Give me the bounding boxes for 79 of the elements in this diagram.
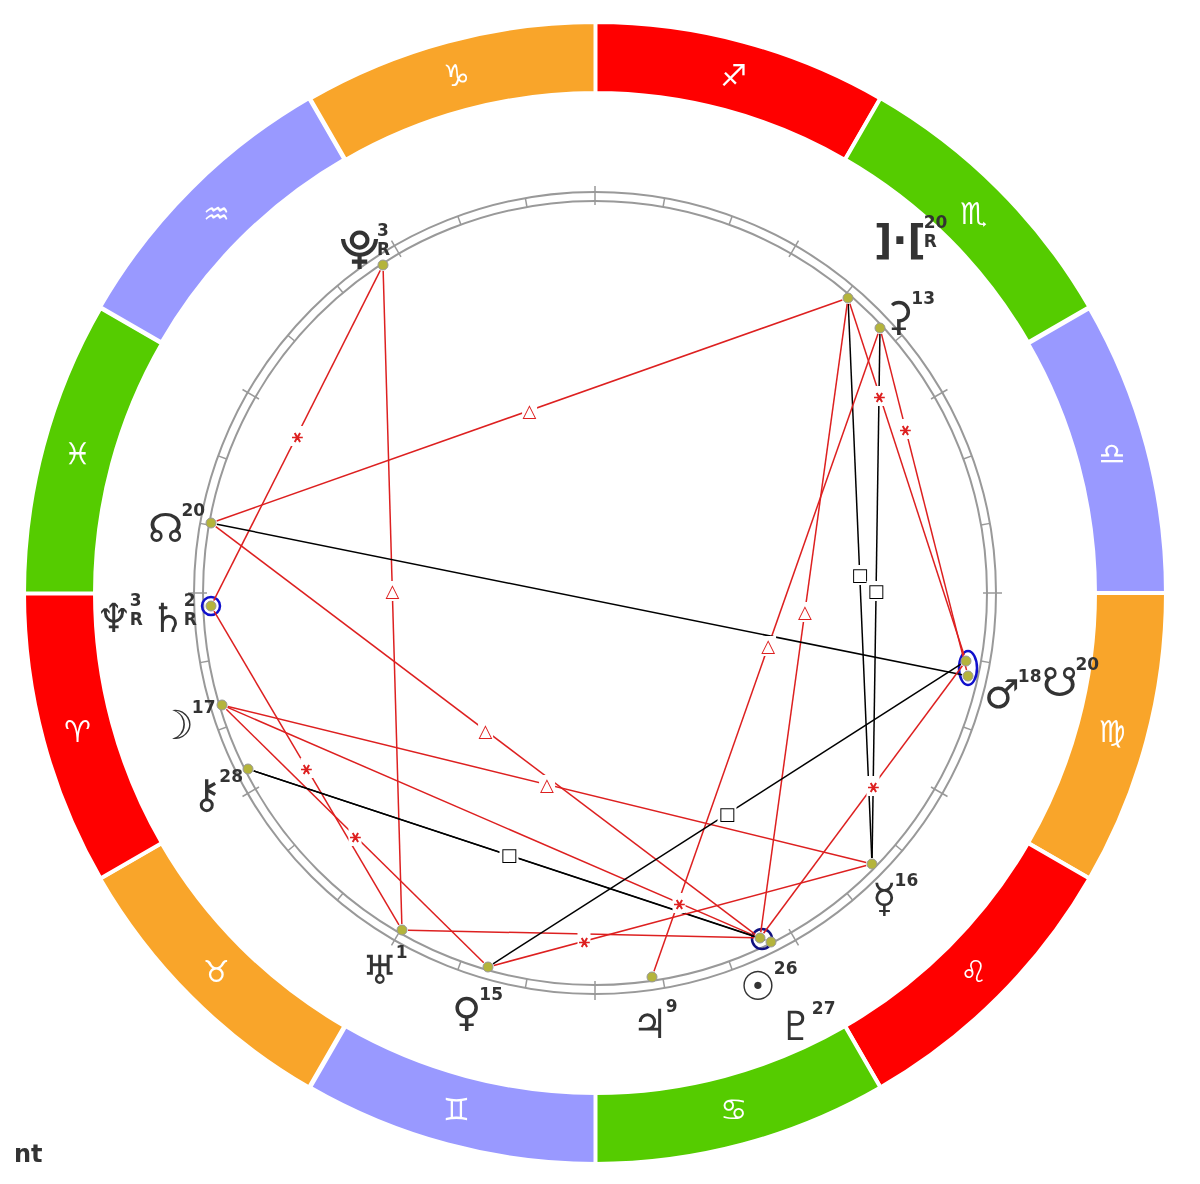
zodiac-sign: ♍ (1098, 716, 1126, 747)
aspect-symbol: △ (477, 720, 494, 741)
degree-number: 17 (191, 699, 216, 716)
zodiac-sign: ♌ (960, 956, 988, 987)
planet-glyph: ♅ (362, 950, 398, 990)
aspect-line (226, 706, 756, 937)
planet-glyph: ♆ (96, 598, 132, 638)
aspect-line (215, 299, 844, 522)
aspect-line (215, 525, 756, 936)
zodiac-sign: ♑ (442, 60, 470, 91)
aspect-line (407, 929, 755, 939)
degree-number: 3 (377, 222, 389, 239)
degree-number: 26 (773, 960, 798, 977)
planet-glyph: ♂ (984, 674, 1020, 714)
aspect-symbol: □ (850, 565, 870, 586)
aspect-symbol: ⚹ (899, 418, 912, 439)
aspect-line (760, 303, 848, 933)
degree-number: 2 (183, 592, 196, 609)
aspect-line (871, 333, 881, 859)
zodiac-sign: ♏ (960, 199, 988, 230)
aspect-line (653, 332, 879, 973)
aspect-line (225, 708, 485, 964)
zodiac-sign: ♋ (720, 1095, 748, 1126)
degree-number: 3 (129, 592, 142, 609)
planet-glyph: ⯓ (340, 228, 379, 268)
aspect-symbol: □ (717, 804, 737, 824)
zodiac-sign: ♐ (720, 60, 748, 91)
aspect-symbol: ⚹ (348, 826, 362, 846)
aspect-symbol: ⚹ (290, 425, 304, 446)
planet-glyph: ♃ (632, 1004, 668, 1044)
chart-note: nt (14, 1140, 43, 1168)
degree-number: 18 (1017, 668, 1042, 685)
retrograde-mark: R (129, 611, 143, 628)
aspect-symbol: △ (796, 601, 813, 622)
zodiac-sign: ♉ (202, 956, 230, 987)
aspect-line (213, 610, 400, 926)
degree-number: 9 (665, 998, 678, 1015)
aspect-line (227, 705, 867, 864)
aspect-symbol: ⚹ (672, 893, 686, 914)
degree-number: 28 (219, 768, 243, 785)
planet-glyph: ♇ (778, 1006, 814, 1046)
degree-number: 20 (181, 502, 206, 519)
degree-number: 13 (911, 290, 935, 307)
planet-glyph: ☽ (158, 705, 194, 745)
planet-glyph: ☋ (1042, 662, 1078, 702)
zodiac-sign: ♊ (442, 1095, 470, 1126)
retrograde-mark: R (183, 611, 197, 628)
planet-glyph: ☿ (872, 878, 897, 918)
aspect-symbol: △ (760, 636, 777, 656)
aspect-symbol: ⚹ (866, 775, 880, 796)
zodiac-sign: ♒ (202, 199, 230, 230)
planet-glyph: ♀ (452, 992, 482, 1032)
zodiac-sign: ♈ (64, 716, 92, 747)
aspect-line (212, 269, 382, 602)
aspect-line (492, 663, 962, 965)
aspect-line (493, 864, 867, 967)
aspect-symbol: ⚹ (300, 758, 313, 778)
planet-glyph: ☊ (148, 508, 184, 548)
aspect-symbol: △ (539, 774, 555, 795)
aspect-line (849, 302, 965, 657)
zodiac-sign: ♎ (1098, 439, 1126, 470)
aspect-line (880, 333, 968, 671)
aspect-symbol: ⚹ (873, 386, 887, 406)
planet-glyph: ⚳ (884, 296, 914, 336)
aspect-symbol: △ (384, 580, 401, 601)
aspect-line (216, 523, 963, 676)
planet-glyph: ♄ (150, 598, 186, 638)
aspect-line (762, 665, 964, 934)
planet-glyph: ]·[ (874, 220, 926, 260)
degree-number: 27 (811, 1000, 836, 1017)
aspect-symbol: □ (866, 580, 886, 601)
degree-number: 1 (395, 944, 408, 961)
degree-number: 15 (479, 986, 503, 1003)
retrograde-mark: R (923, 233, 937, 250)
degree-number: 16 (894, 872, 919, 889)
aspect-line (382, 270, 403, 925)
retrograde-mark: R (377, 241, 391, 258)
zodiac-sign: ♓ (64, 439, 92, 470)
planet-glyph: ☉ (740, 966, 776, 1006)
